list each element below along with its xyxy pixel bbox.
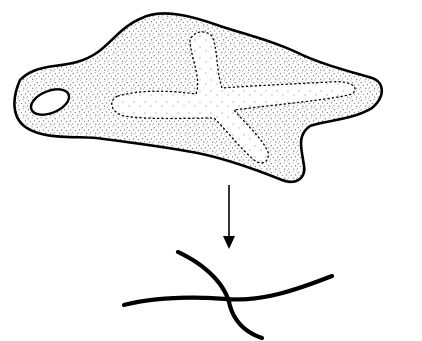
- diagonal-strand: [178, 252, 262, 338]
- crossing-curves: [124, 252, 332, 338]
- down-arrow: [223, 185, 235, 249]
